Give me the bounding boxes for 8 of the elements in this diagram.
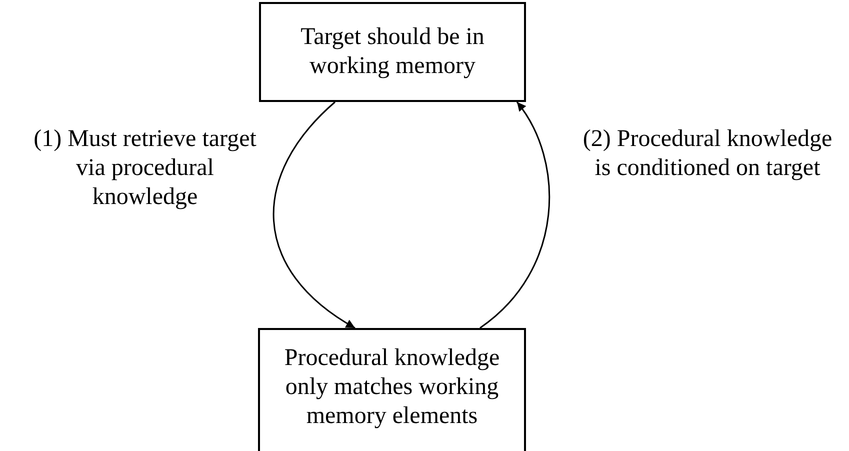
curved-arrow: [480, 102, 550, 329]
process-box: [259, 2, 526, 102]
process-box: [258, 328, 526, 451]
box-text: Target should be in working memory: [300, 23, 486, 81]
box-text: Procedural knowledge only matches working memory elements: [283, 344, 501, 431]
curved-arrow: [273, 101, 356, 329]
edge-label: (2) Procedural knowledge is conditioned on target: [582, 125, 834, 183]
edge-label: (1) Must retrieve target via procedural knowledge: [32, 125, 258, 212]
